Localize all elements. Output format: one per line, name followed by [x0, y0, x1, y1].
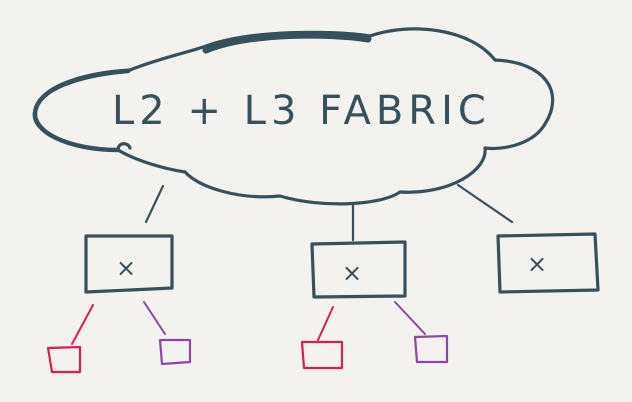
cloud-tail [116, 142, 132, 152]
endpoint-link-purple-middle [394, 301, 426, 335]
cloud-heavy-stroke-left [32, 68, 131, 153]
endpoint-red-middle [300, 340, 344, 370]
switch-x-icon: × [342, 259, 362, 287]
switch-left: × [84, 234, 174, 294]
switch-middle: × [310, 240, 407, 299]
endpoint-red-left [46, 345, 82, 374]
endpoint-purple-middle [413, 334, 449, 364]
switch-box [310, 240, 407, 299]
endpoint-link-red-left [71, 304, 94, 345]
switch-box [496, 232, 600, 294]
endpoint-link-purple-left [143, 301, 166, 335]
switch-x-icon: × [116, 254, 136, 282]
endpoint-purple-left [158, 338, 192, 366]
switch-box [84, 234, 174, 294]
uplink-right [456, 183, 514, 224]
switch-x-icon: × [527, 250, 547, 278]
fabric-cloud [32, 27, 555, 206]
fabric-label: L2 + L3 FABRIC [112, 88, 491, 134]
switch-right: × [496, 232, 600, 294]
uplink-left [144, 184, 165, 224]
cloud-heavy-stroke-top [202, 31, 372, 54]
endpoint-link-red-middle [317, 306, 334, 341]
